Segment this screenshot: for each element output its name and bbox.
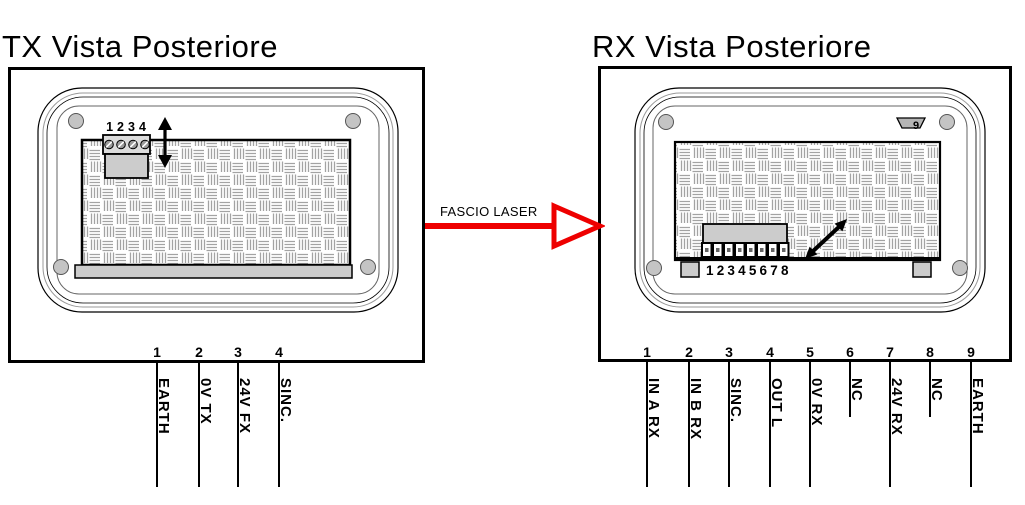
wire-number: 8 bbox=[926, 344, 934, 360]
enclosure-outline-inner bbox=[643, 96, 977, 304]
mounting-foot bbox=[912, 261, 932, 278]
tx-device-drawing bbox=[37, 87, 399, 313]
wire-number: 1 bbox=[643, 344, 651, 360]
terminal-block-body bbox=[104, 153, 149, 179]
screw-icon bbox=[345, 113, 361, 129]
wire-number: 7 bbox=[886, 344, 894, 360]
screw-icon bbox=[360, 259, 376, 275]
screw-icon bbox=[939, 114, 955, 130]
vertical-adjust-arrow-icon bbox=[158, 117, 172, 168]
wire-label: EARTH bbox=[155, 378, 172, 435]
wire-number: 3 bbox=[725, 344, 733, 360]
wire-label: SINC. bbox=[277, 378, 294, 424]
enclosure-outline-mid bbox=[42, 92, 394, 308]
terminal-clamps bbox=[701, 242, 790, 258]
diagonal-adjust-arrow-icon bbox=[805, 219, 847, 259]
rx-device-drawing bbox=[634, 87, 986, 313]
wire-line bbox=[688, 361, 690, 487]
bottom-bar bbox=[74, 264, 353, 279]
wire-number: 6 bbox=[846, 344, 854, 360]
wire-line bbox=[929, 361, 931, 417]
wire-line bbox=[198, 361, 200, 487]
rx-title: RX Vista Posteriore bbox=[592, 29, 872, 64]
wire-number: 2 bbox=[685, 344, 693, 360]
wire-label: NC bbox=[848, 378, 865, 402]
wire-number: 4 bbox=[275, 344, 283, 360]
laser-beam-label: FASCIO LASER bbox=[440, 204, 538, 219]
wire-line bbox=[237, 361, 239, 487]
wire-label: NC bbox=[928, 378, 945, 402]
wire-number: 5 bbox=[806, 344, 814, 360]
wire-number: 9 bbox=[967, 344, 975, 360]
enclosure-outline-mid bbox=[639, 92, 981, 308]
wire-number: 3 bbox=[234, 344, 242, 360]
wire-line bbox=[769, 361, 771, 487]
wire-label: 0V TX bbox=[197, 378, 214, 425]
wire-number: 1 bbox=[153, 344, 161, 360]
rx-terminal9-label: 9 bbox=[913, 120, 920, 132]
wire-line bbox=[278, 361, 280, 487]
screw-icon bbox=[952, 260, 968, 276]
wire-line bbox=[646, 361, 648, 487]
wire-label: 24V FX bbox=[236, 378, 253, 435]
enclosure-outline-inner bbox=[46, 96, 390, 304]
wire-label: OUT L bbox=[768, 378, 785, 428]
wire-label: EARTH bbox=[969, 378, 986, 435]
wire-line bbox=[849, 361, 851, 417]
screw-icon bbox=[68, 113, 84, 129]
terminal-9-lug bbox=[895, 117, 927, 129]
tx-title: TX Vista Posteriore bbox=[2, 29, 278, 64]
wire-label: 24V RX bbox=[888, 378, 905, 436]
screw-icon bbox=[53, 259, 69, 275]
screw-icon bbox=[646, 260, 662, 276]
tx-terminal-numbers-label: 1234 bbox=[106, 120, 150, 134]
terminal-block-body bbox=[702, 223, 788, 244]
wire-line bbox=[156, 361, 158, 487]
mounting-foot bbox=[680, 261, 700, 278]
terminal-clamp-holes bbox=[705, 248, 786, 252]
rx-terminal-numbers-label: 12345678 bbox=[706, 263, 792, 278]
wire-number: 2 bbox=[195, 344, 203, 360]
wire-label: IN A RX bbox=[645, 378, 662, 439]
wire-line bbox=[728, 361, 730, 487]
wire-label: SINC. bbox=[727, 378, 744, 424]
wire-number: 4 bbox=[766, 344, 774, 360]
wire-line bbox=[809, 361, 811, 487]
wire-label: 0V RX bbox=[808, 378, 825, 427]
wire-label: IN B RX bbox=[687, 378, 704, 441]
wire-line bbox=[889, 361, 891, 487]
terminal-screws bbox=[104, 139, 150, 150]
screw-icon bbox=[658, 114, 674, 130]
wire-line bbox=[970, 361, 972, 487]
laser-arrow-icon bbox=[425, 202, 605, 250]
